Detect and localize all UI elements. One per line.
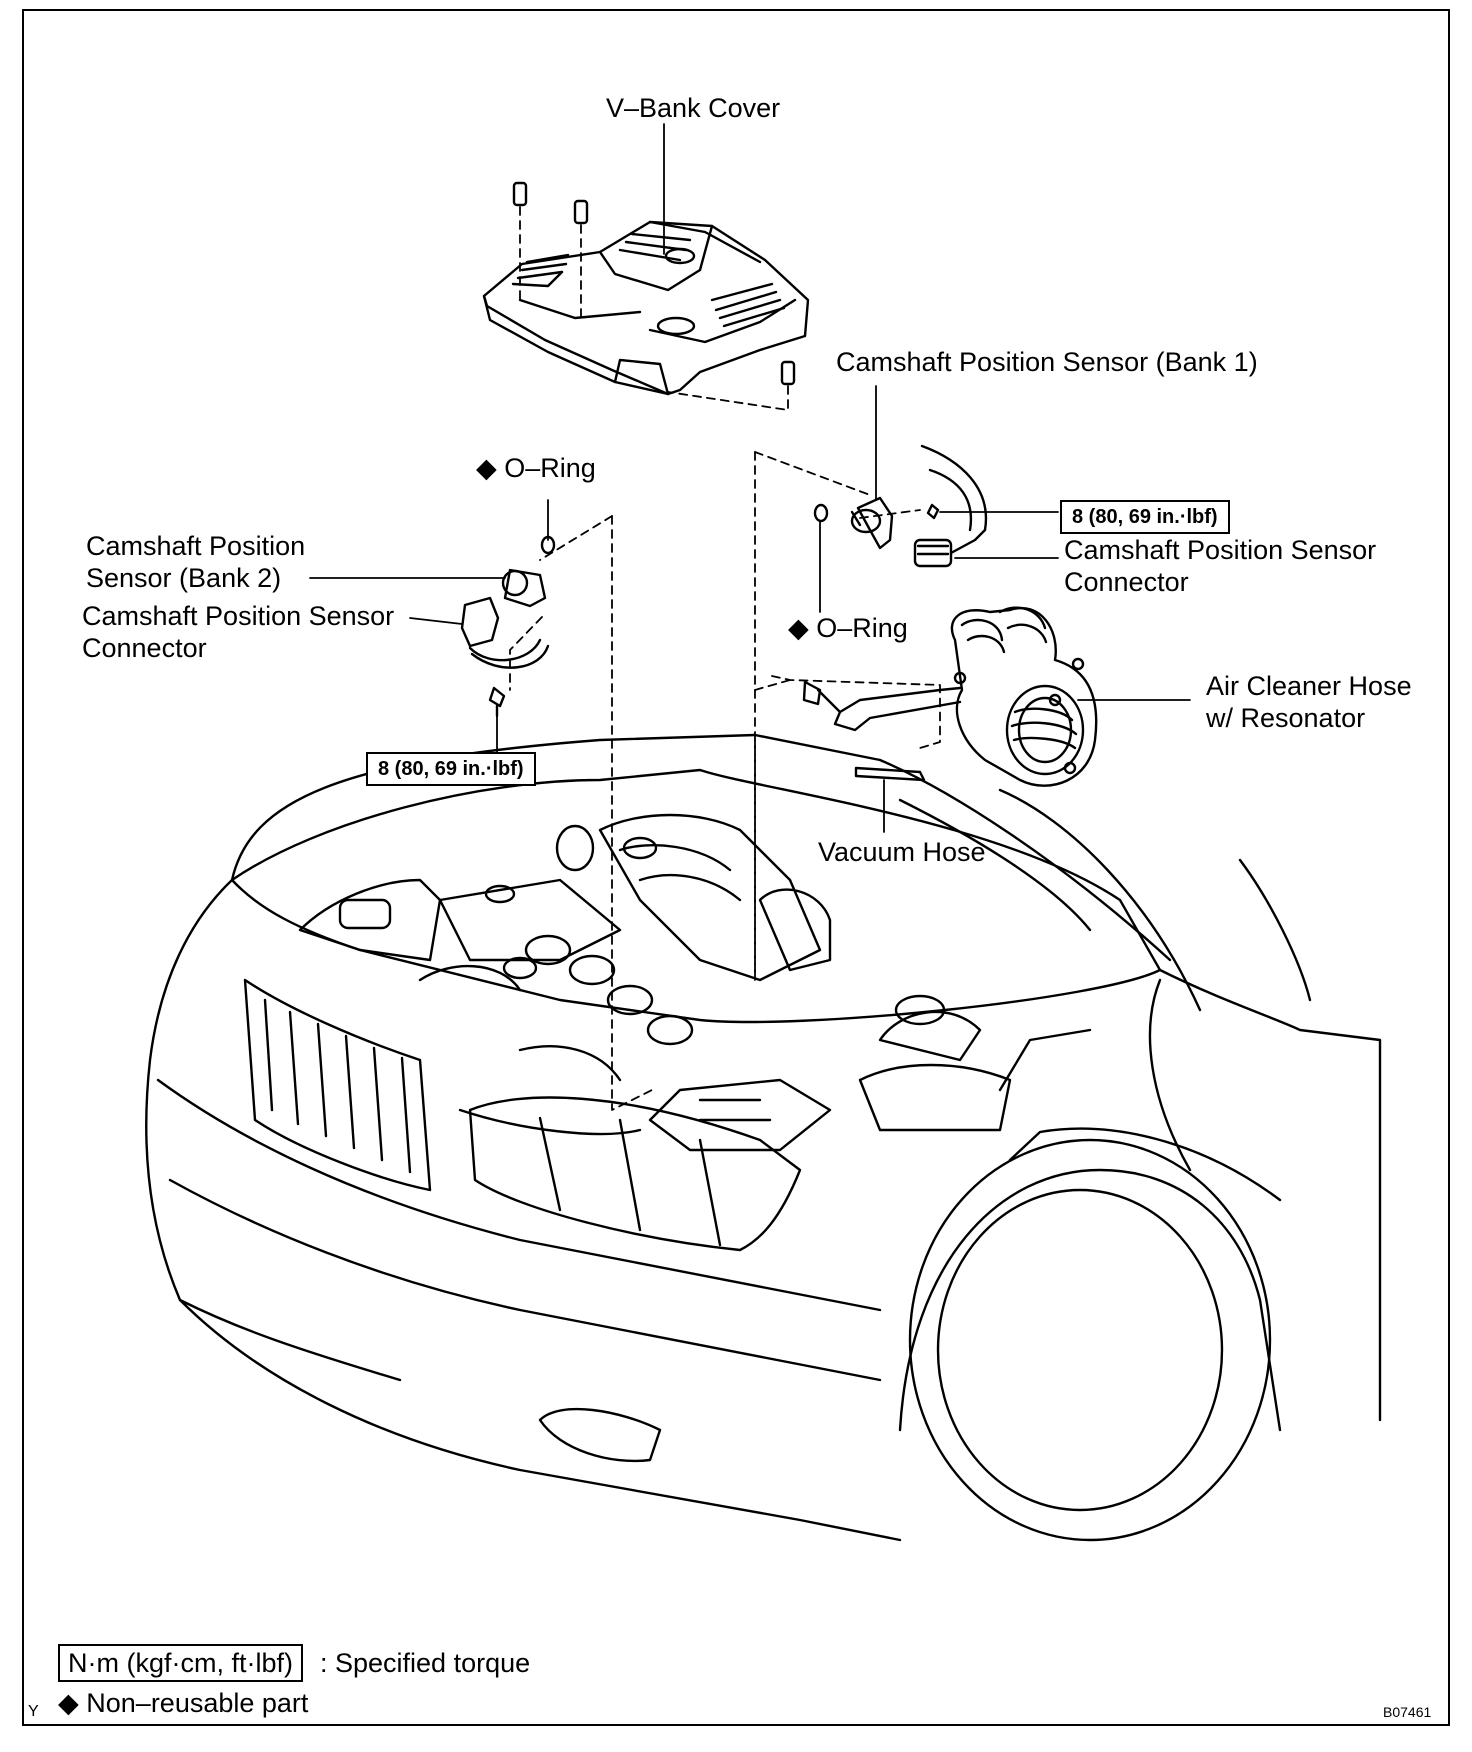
connector-right-line1: Camshaft Position Sensor (1064, 535, 1377, 565)
diagram-frame (22, 9, 1450, 1726)
air-cleaner-line2: w/ Resonator (1206, 703, 1366, 733)
label-connector-left: Camshaft Position Sensor Connector (82, 600, 394, 664)
torque-left-text: 8 (80, 69 in.·lbf) (378, 758, 524, 780)
legend-torque-units-box: N·m (kgf·cm, ft·lbf) (58, 1644, 303, 1682)
legend-nonreusable: ◆ Non–reusable part (58, 1686, 308, 1720)
torque-box-left: 8 (80, 69 in.·lbf) (366, 752, 536, 786)
legend-torque-desc-text: : Specified torque (320, 1648, 531, 1678)
label-cam-sensor-bank2: Camshaft Position Sensor (Bank 2) (86, 530, 305, 594)
legend-torque-units-text: N·m (kgf·cm, ft·lbf) (68, 1648, 293, 1678)
label-air-cleaner-hose: Air Cleaner Hose w/ Resonator (1206, 670, 1412, 734)
car-front-outline (145, 733, 1382, 1542)
o-ring-left-text: ◆ O–Ring (476, 453, 596, 483)
vacuum-hose-text: Vacuum Hose (818, 837, 986, 867)
vacuum-hose-part (854, 766, 926, 782)
label-cam-sensor-bank1: Camshaft Position Sensor (Bank 1) (836, 346, 1258, 378)
cam-sensor-bank2-line1: Camshaft Position (86, 531, 306, 561)
corner-mark-text: Y (28, 1703, 39, 1720)
camshaft-sensor-bank2-part (460, 535, 556, 718)
connector-left-line2: Connector (82, 633, 207, 663)
legend-nonreusable-text: ◆ Non–reusable part (58, 1688, 309, 1718)
label-vacuum-hose: Vacuum Hose (818, 836, 986, 868)
legend-torque-desc: : Specified torque (320, 1646, 530, 1680)
camshaft-sensor-bank1-part (813, 444, 988, 568)
label-connector-right: Camshaft Position Sensor Connector (1064, 534, 1376, 598)
leader-lines (309, 123, 1191, 833)
alignment-lines (509, 206, 941, 1111)
label-o-ring-left: ◆ O–Ring (476, 452, 596, 484)
figure-id: B07461 (1383, 1704, 1431, 1720)
label-v-bank-cover: V–Bank Cover (606, 92, 780, 124)
torque-box-right: 8 (80, 69 in.·lbf) (1060, 500, 1230, 534)
figure-id-text: B07461 (1383, 1704, 1432, 1720)
connector-right-line2: Connector (1064, 567, 1189, 597)
o-ring-right-text: ◆ O–Ring (788, 613, 908, 643)
cam-sensor-bank1-text: Camshaft Position Sensor (Bank 1) (836, 347, 1258, 377)
corner-mark: Y (28, 1704, 39, 1720)
grommets (512, 181, 796, 386)
label-o-ring-right: ◆ O–Ring (788, 612, 908, 644)
connector-left-line1: Camshaft Position Sensor (82, 601, 395, 631)
air-cleaner-line1: Air Cleaner Hose (1206, 671, 1412, 701)
torque-right-text: 8 (80, 69 in.·lbf) (1072, 506, 1218, 528)
cam-sensor-bank2-line2: Sensor (Bank 2) (86, 563, 282, 593)
v-bank-cover-text: V–Bank Cover (606, 93, 781, 123)
v-bank-cover (482, 220, 810, 396)
